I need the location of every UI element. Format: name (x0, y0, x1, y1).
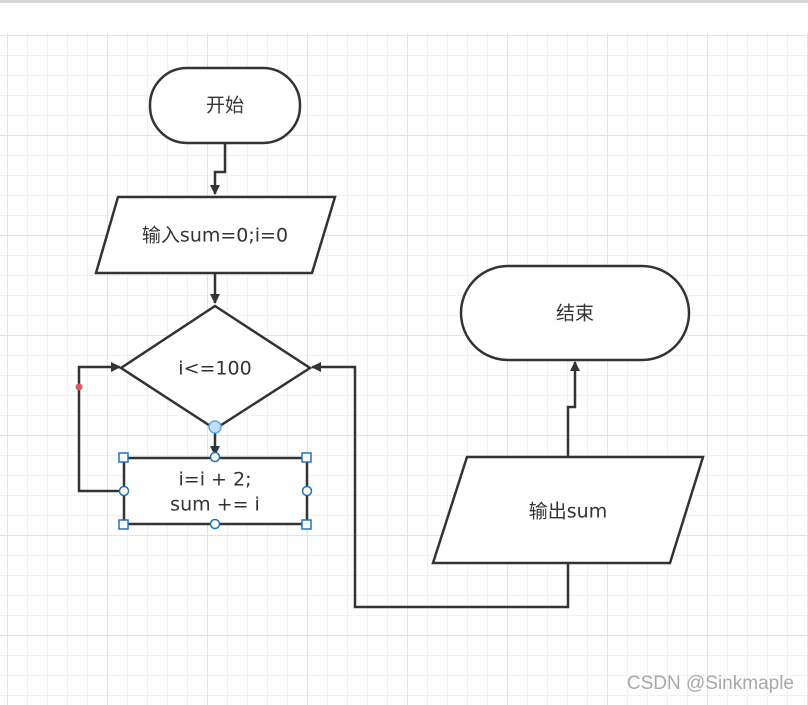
top-toolbar-edge (0, 0, 808, 33)
output-label: 输出sum (529, 501, 607, 523)
process-node[interactable]: i=i + 2; sum += i (122, 456, 309, 526)
connection-target-point[interactable] (208, 420, 222, 434)
process-label-line1: i=i + 2; (179, 469, 252, 491)
resize-handle-top-right[interactable] (301, 452, 312, 463)
connectors (77, 143, 580, 609)
anchor-point-bottom[interactable] (209, 518, 221, 530)
end-node[interactable]: 结束 (459, 264, 691, 362)
resize-handle-bottom-right[interactable] (301, 519, 312, 530)
connector-process-loop-back[interactable] (77, 362, 124, 493)
connector-output-to-condition[interactable] (311, 362, 570, 609)
start-label: 开始 (206, 95, 244, 117)
output-node[interactable]: 输出sum (431, 455, 705, 565)
start-node[interactable]: 开始 (148, 66, 302, 145)
connector-waypoint-dot[interactable] (75, 383, 83, 391)
anchor-point-left[interactable] (118, 485, 130, 497)
resize-handle-top-left[interactable] (118, 452, 129, 463)
connector-start-to-input[interactable] (210, 143, 227, 195)
condition-node[interactable]: i<=100 (118, 304, 313, 431)
condition-label: i<=100 (178, 358, 251, 380)
anchor-point-right[interactable] (301, 485, 313, 497)
input-label: 输入sum=0;i=0 (142, 225, 288, 247)
process-label-line2: sum += i (170, 494, 260, 516)
connector-output-to-end[interactable] (566, 361, 580, 457)
end-label: 结束 (556, 303, 594, 325)
selection-handles[interactable] (118, 451, 313, 530)
resize-handle-bottom-left[interactable] (118, 519, 129, 530)
input-node[interactable]: 输入sum=0;i=0 (94, 195, 337, 275)
anchor-point-top[interactable] (209, 451, 221, 463)
watermark: CSDN @Sinkmaple (626, 673, 794, 694)
